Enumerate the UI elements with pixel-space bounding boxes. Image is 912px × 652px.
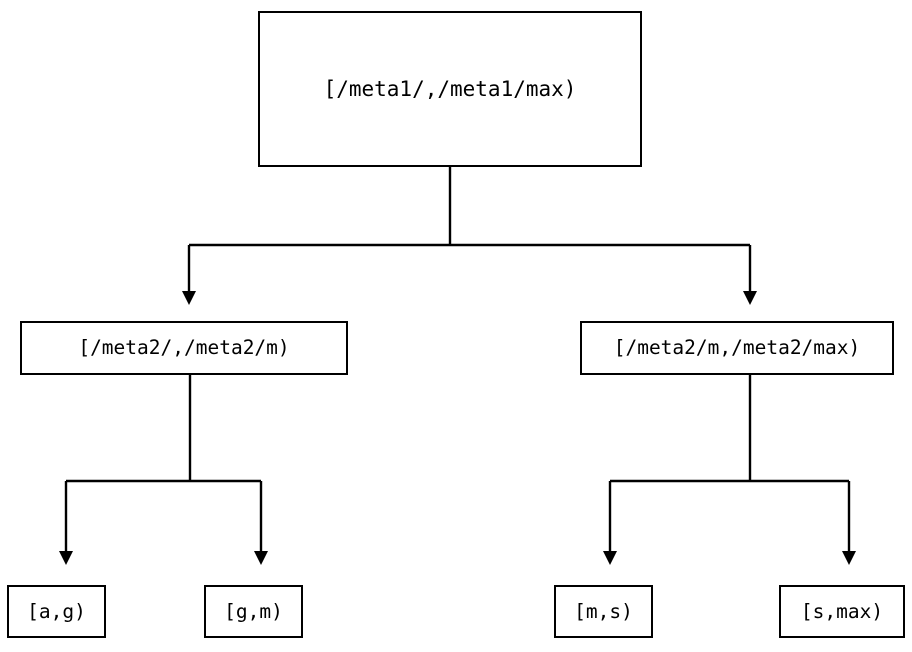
tree-node-leaf-1-label: [g,m)	[224, 599, 283, 623]
arrow-head-leaf-1	[254, 551, 268, 565]
tree-node-mid-right-label: [/meta2/m,/meta2/max)	[613, 336, 861, 360]
tree-node-leaf-0-label: [a,g)	[27, 599, 86, 623]
tree-node-mid-left-label: [/meta2/,/meta2/m)	[78, 336, 290, 360]
tree-node-mid-left[interactable]: [/meta2/,/meta2/m)	[20, 321, 348, 375]
tree-node-leaf-3[interactable]: [s,max)	[779, 585, 905, 638]
tree-node-leaf-1[interactable]: [g,m)	[204, 585, 303, 638]
tree-node-mid-right[interactable]: [/meta2/m,/meta2/max)	[580, 321, 894, 375]
arrow-head-leaf-2	[603, 551, 617, 565]
arrow-head-mid-left	[182, 291, 196, 305]
arrow-head-leaf-3	[842, 551, 856, 565]
arrow-head-mid-right	[743, 291, 757, 305]
tree-node-root[interactable]: [/meta1/,/meta1/max)	[258, 11, 642, 167]
tree-node-leaf-0[interactable]: [a,g)	[7, 585, 106, 638]
tree-node-leaf-2[interactable]: [m,s)	[554, 585, 653, 638]
tree-node-leaf-2-label: [m,s)	[574, 599, 633, 623]
arrow-head-leaf-0	[59, 551, 73, 565]
tree-node-leaf-3-label: [s,max)	[800, 599, 884, 623]
tree-node-root-label: [/meta1/,/meta1/max)	[323, 76, 577, 101]
